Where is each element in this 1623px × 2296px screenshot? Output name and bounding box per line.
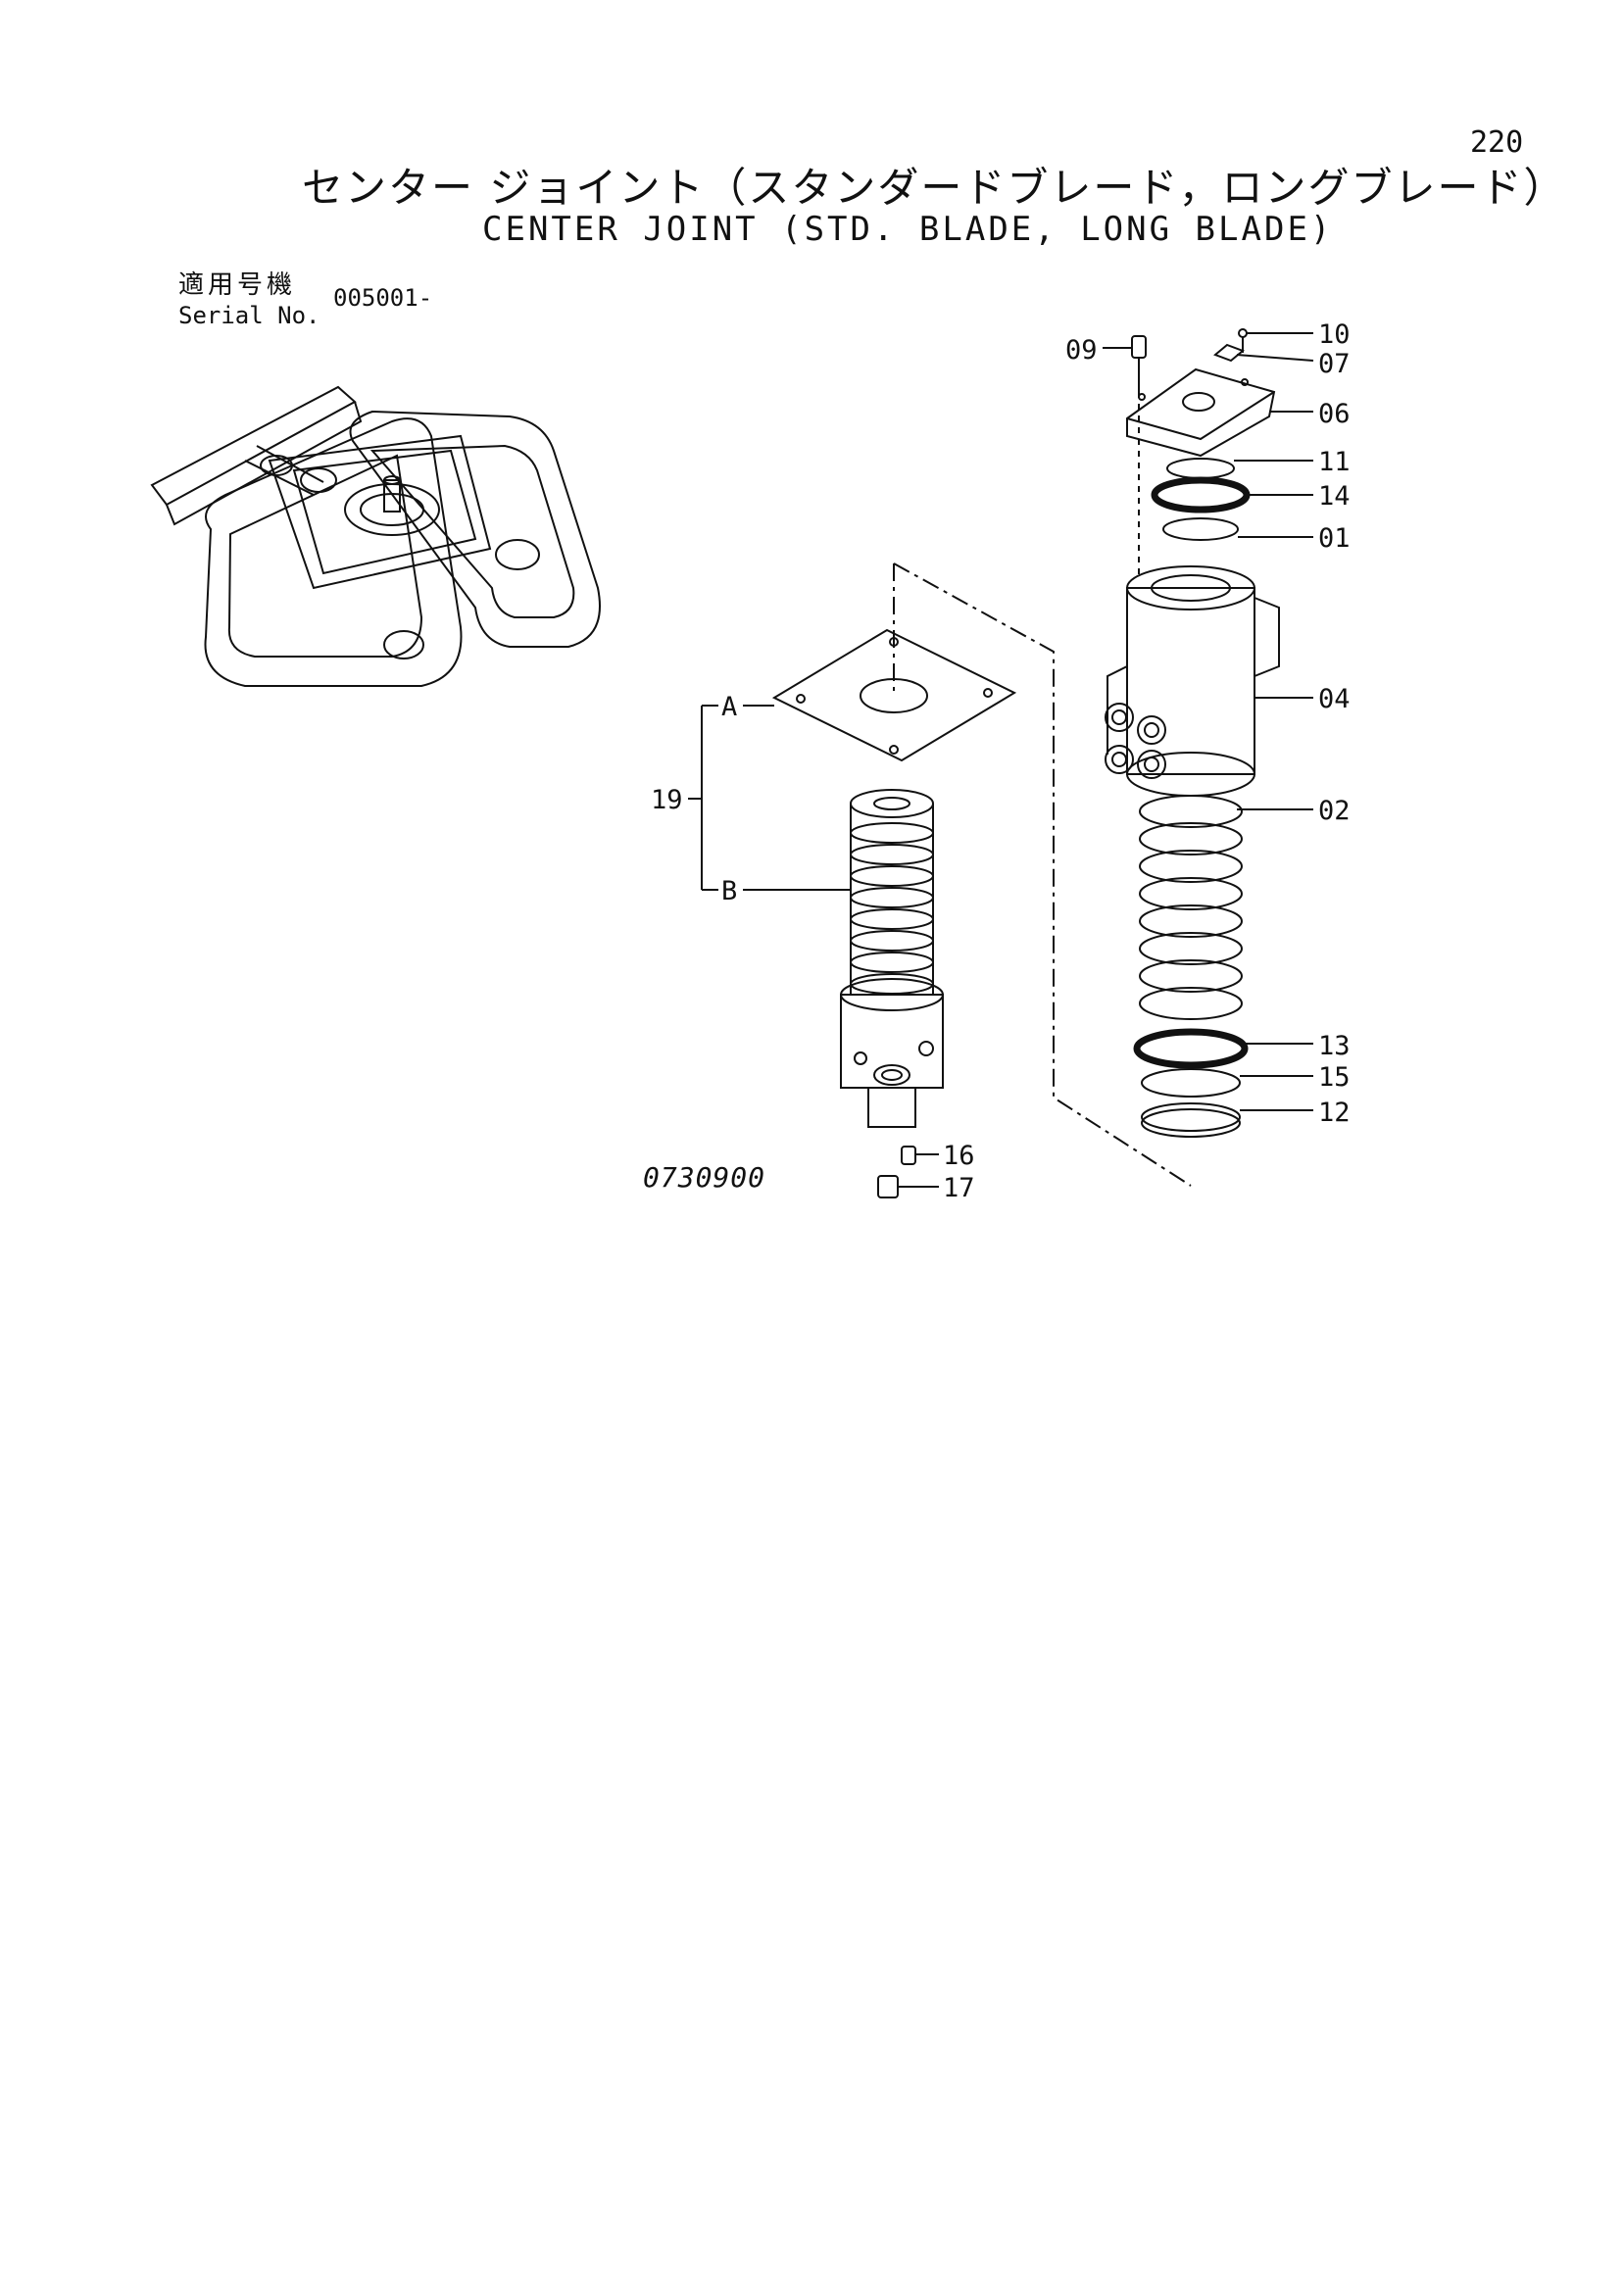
rotor-groove [850,844,934,865]
callout-15: 15 [1318,1062,1351,1093]
undercarriage-thumbnail [150,385,601,687]
callout-16: 16 [943,1141,975,1171]
callout-09: 09 [1065,335,1098,366]
body-assembly [1105,328,1280,1138]
callout-01: 01 [1318,523,1351,554]
callout-11: 11 [1318,447,1351,477]
rotor-groove [850,973,934,995]
serial-label-english: Serial No. [178,302,320,329]
callout-10: 10 [1318,319,1351,350]
serial-label-japanese: 適用号機 [178,270,297,300]
callout-04: 04 [1318,684,1351,714]
seal-ring [1139,850,1243,883]
callout-b: B [721,876,737,906]
seal-ring [1139,987,1243,1020]
page-number: 220 [1470,125,1524,160]
rotor-groove [850,952,934,973]
callout-17: 17 [943,1173,975,1203]
callout-07: 07 [1318,349,1351,379]
rotor-groove [850,908,934,930]
rotor-groove [850,887,934,908]
drawing-number: 0730900 [643,1161,766,1194]
rotor-groove [850,822,934,844]
seal-ring [1139,904,1243,938]
seal-ring [1139,795,1243,828]
seal-ring [1139,932,1243,965]
serial-number-value: 005001- [333,284,433,312]
callout-02: 02 [1318,796,1351,826]
leader-lines [688,332,1314,1188]
callout-06: 06 [1318,399,1351,429]
seal-ring [1139,822,1243,855]
spindle-assembly [771,628,1017,1198]
title-english: CENTER JOINT (STD. BLADE, LONG BLADE) [482,210,1334,249]
callout-19: 19 [651,785,683,815]
callout-labels: 09 10 07 06 11 14 01 04 02 13 15 12 19 A… [651,319,1351,1203]
rotor-groove [850,865,934,887]
title-japanese: センター ジョイント（スタンダードブレード，ロングブレード） [302,164,1567,212]
callout-13: 13 [1318,1031,1351,1061]
callout-a: A [721,692,737,722]
rotor-groove [850,930,934,952]
callout-14: 14 [1318,481,1351,512]
seal-ring [1139,959,1243,993]
seal-ring [1139,877,1243,910]
callout-12: 12 [1318,1098,1351,1128]
